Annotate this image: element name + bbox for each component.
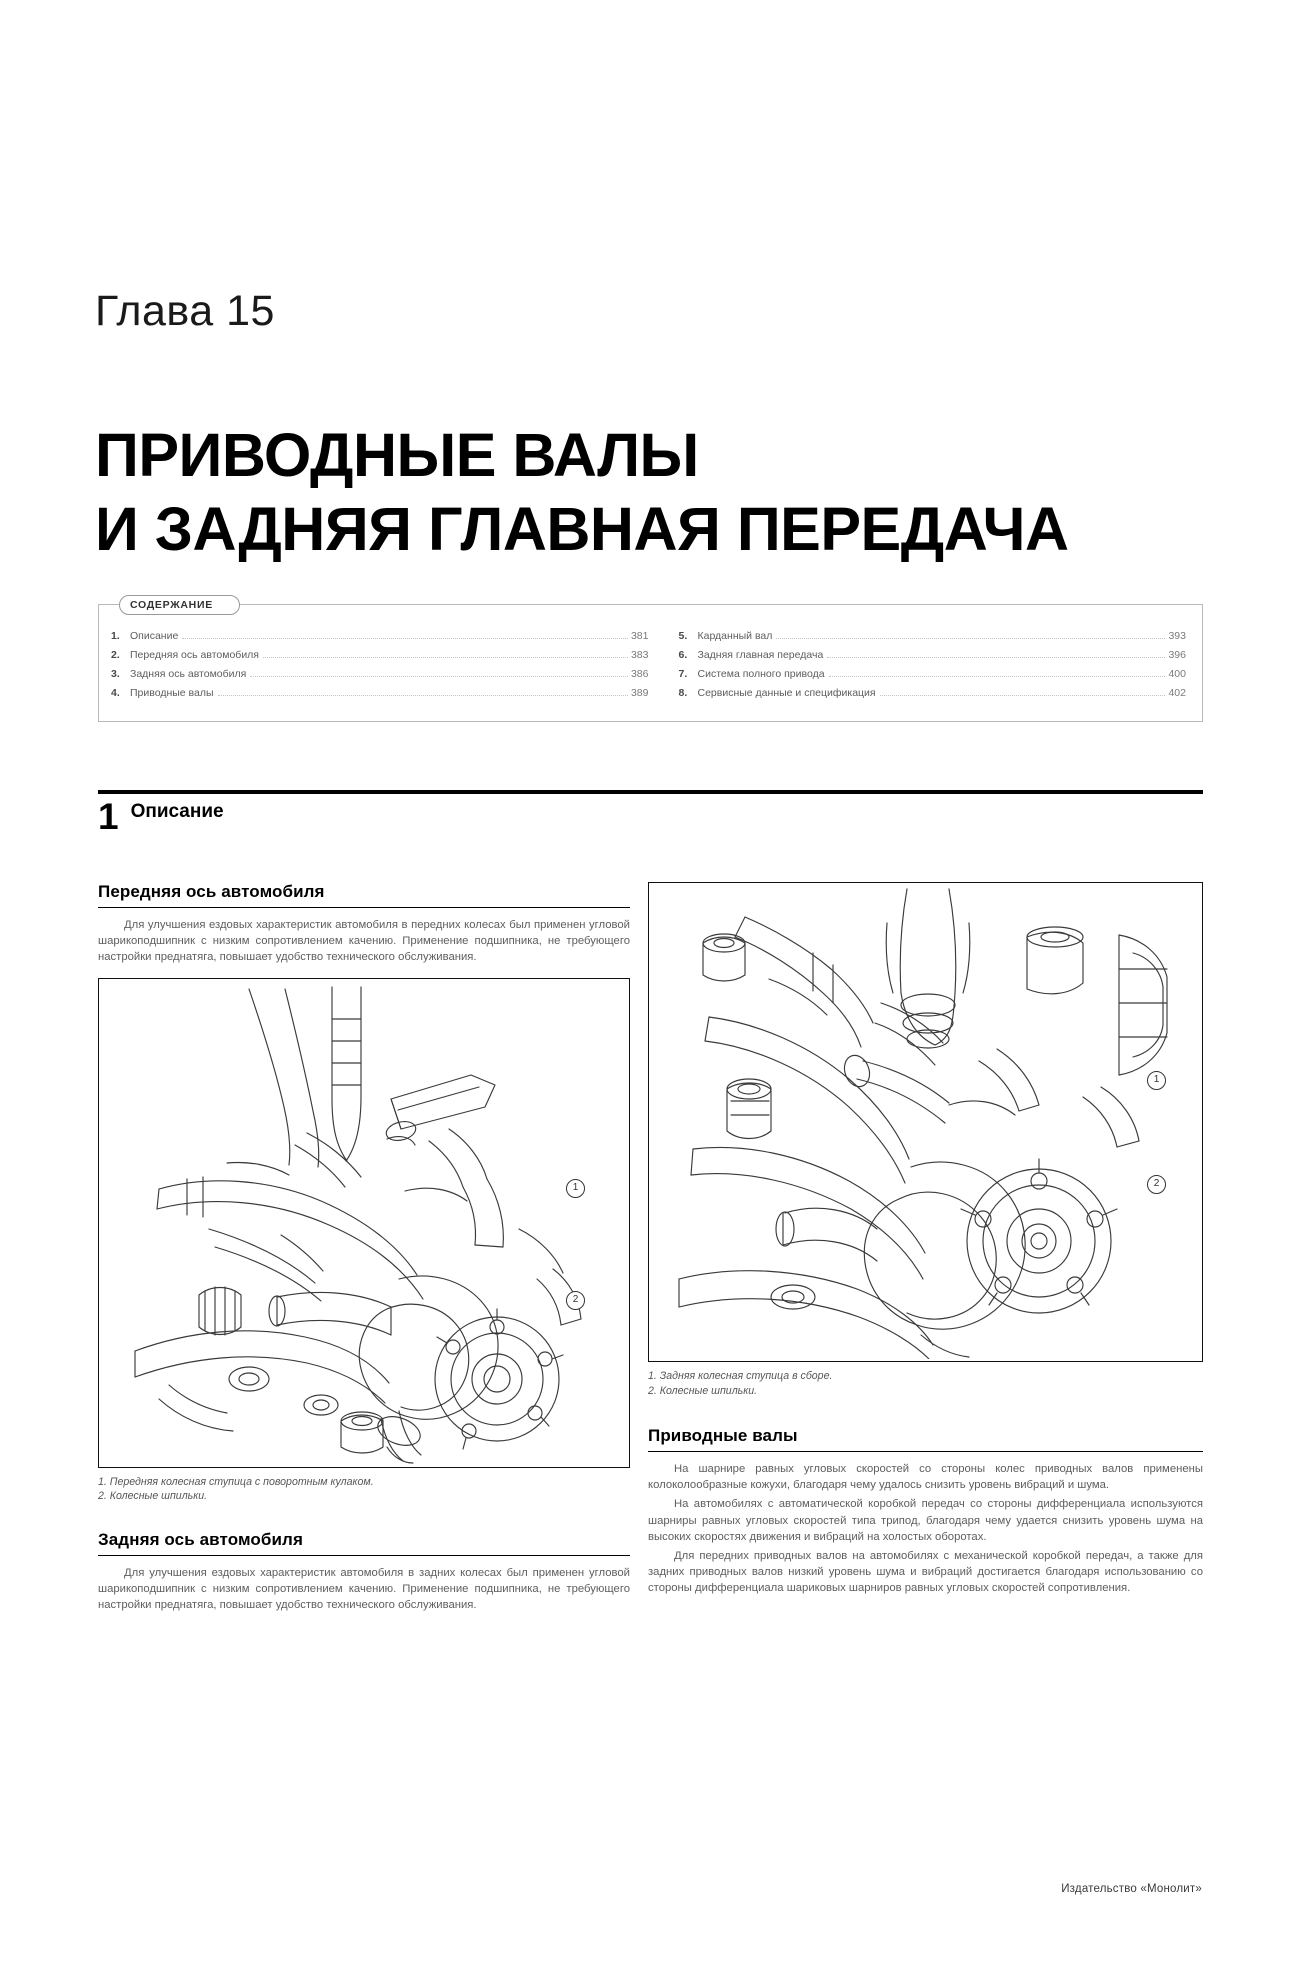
page-title-line-1: ПРИВОДНЫЕ ВАЛЫ [95, 421, 699, 489]
toc-entry-label: Задняя ось автомобиля [130, 668, 247, 680]
figure-callout-1: 1 [566, 1178, 585, 1198]
table-of-contents: СОДЕРЖАНИЕ 1. Описание 381 2. Передняя о… [98, 595, 1203, 722]
toc-entry-page: 383 [630, 649, 649, 661]
chapter-label: Глава 15 [95, 287, 275, 335]
toc-entry-label: Система полного привода [697, 668, 825, 680]
toc-entry[interactable]: 5. Карданный вал 393 [679, 627, 1187, 646]
toc-entry-number: 2. [111, 649, 120, 661]
toc-entry[interactable]: 3. Задняя ось автомобиля 386 [111, 665, 649, 684]
toc-entry-label: Сервисные данные и спецификация [697, 687, 876, 699]
column-right: 1 2 1. Задняя колесная ступица в сборе. … [648, 882, 1203, 1600]
toc-entry-number: 4. [111, 687, 120, 699]
toc-entry-page: 402 [1168, 687, 1186, 699]
toc-entry-number: 7. [678, 668, 688, 680]
toc-entry[interactable]: 6. Задняя главная передача 396 [679, 646, 1187, 665]
section-header: 1 Описание [98, 798, 224, 835]
heading-front-axle: Передняя ось автомобиля [98, 882, 630, 908]
toc-entry-label: Задняя главная передача [697, 649, 824, 661]
toc-tab: СОДЕРЖАНИЕ [119, 595, 240, 615]
toc-entry-page: 400 [1168, 668, 1186, 680]
toc-leader-dots [827, 657, 1166, 658]
heading-rear-axle: Задняя ось автомобиля [98, 1530, 630, 1556]
toc-entry-number: 6. [678, 649, 688, 661]
toc-entry[interactable]: 4. Приводные валы 389 [111, 684, 649, 703]
toc-entry-page: 381 [630, 630, 649, 642]
paragraph-drive-shafts-1: На шарнире равных угловых скоростей со с… [648, 1463, 1203, 1492]
section-title: Описание [130, 801, 224, 822]
figure-caption-line: 1. Передняя колесная ступица с поворотны… [98, 1475, 374, 1488]
figure-callout-2: 2 [566, 1290, 585, 1310]
toc-leader-dots [828, 676, 1166, 677]
figure-caption-rear-hub: 1. Задняя колесная ступица в сборе. 2. К… [648, 1369, 1203, 1398]
toc-leader-dots [263, 657, 628, 658]
paragraph-front-axle: Для улучшения ездовых характеристик авто… [98, 919, 630, 964]
figure-caption-line: 2. Колесные шпильки. [98, 1490, 208, 1503]
toc-entry-page: 393 [1168, 630, 1186, 642]
paragraph-drive-shafts-2: На автомобилях с автоматической коробкой… [648, 1498, 1203, 1543]
toc-entry-label: Описание [130, 630, 179, 642]
toc-entry[interactable]: 7. Система полного привода 400 [679, 665, 1187, 684]
toc-leader-dots [776, 638, 1166, 639]
toc-leader-dots [250, 676, 628, 677]
toc-column-right: 5. Карданный вал 393 6. Задняя главная п… [649, 627, 1187, 703]
figure-rear-hub: 1 2 [648, 882, 1203, 1362]
page-title: ПРИВОДНЫЕ ВАЛЫ И ЗАДНЯЯ ГЛАВНАЯ ПЕРЕДАЧА [95, 418, 1205, 566]
toc-entry-page: 389 [630, 687, 649, 699]
paragraph-drive-shafts-3: Для передних приводных валов на автомоби… [648, 1550, 1203, 1595]
figure-callout-2: 2 [1147, 1175, 1166, 1194]
front-hub-illustration [134, 986, 582, 1464]
paragraph-rear-axle: Для улучшения ездовых характеристик авто… [98, 1566, 630, 1612]
toc-entry-page: 386 [630, 668, 649, 680]
toc-entry-number: 1. [111, 630, 120, 642]
toc-entry-number: 3. [111, 668, 120, 680]
publisher-footer: Издательство «Монолит» [1061, 1883, 1202, 1895]
toc-entry-label: Передняя ось автомобиля [130, 649, 259, 661]
rear-hub-illustration [678, 888, 1168, 1359]
column-left: Передняя ось автомобиля Для улучшения ез… [98, 882, 630, 1616]
toc-entry[interactable]: 1. Описание 381 [111, 627, 649, 646]
figure-front-hub: 1 2 [98, 977, 630, 1468]
page-title-line-2: И ЗАДНЯЯ ГЛАВНАЯ ПЕРЕДАЧА [95, 495, 1069, 563]
toc-columns: 1. Описание 381 2. Передняя ось автомоби… [99, 627, 1202, 703]
toc-entry-label: Приводные валы [130, 687, 214, 699]
toc-entry-number: 8. [678, 687, 688, 699]
toc-entry-page: 396 [1168, 649, 1186, 661]
figure-caption-line: 1. Задняя колесная ступица в сборе. [648, 1370, 833, 1382]
heading-drive-shafts: Приводные валы [648, 1426, 1203, 1452]
toc-column-left: 1. Описание 381 2. Передняя ось автомоби… [111, 627, 649, 703]
toc-entry-number: 5. [678, 630, 688, 642]
figure-caption-line: 2. Колесные шпильки. [648, 1384, 758, 1397]
section-number: 1 [98, 796, 119, 837]
toc-leader-dots [879, 695, 1166, 696]
toc-entry-label: Карданный вал [697, 630, 773, 642]
toc-entry[interactable]: 2. Передняя ось автомобиля 383 [111, 646, 649, 665]
figure-caption-front-hub: 1. Передняя колесная ступица с поворотны… [98, 1475, 630, 1504]
toc-leader-dots [217, 695, 628, 696]
section-divider-rule [98, 790, 1203, 794]
toc-entry[interactable]: 8. Сервисные данные и спецификация 402 [679, 684, 1187, 703]
toc-tab-label: СОДЕРЖАНИЕ [130, 599, 213, 611]
figure-callout-1: 1 [1147, 1071, 1166, 1090]
toc-leader-dots [182, 638, 628, 639]
